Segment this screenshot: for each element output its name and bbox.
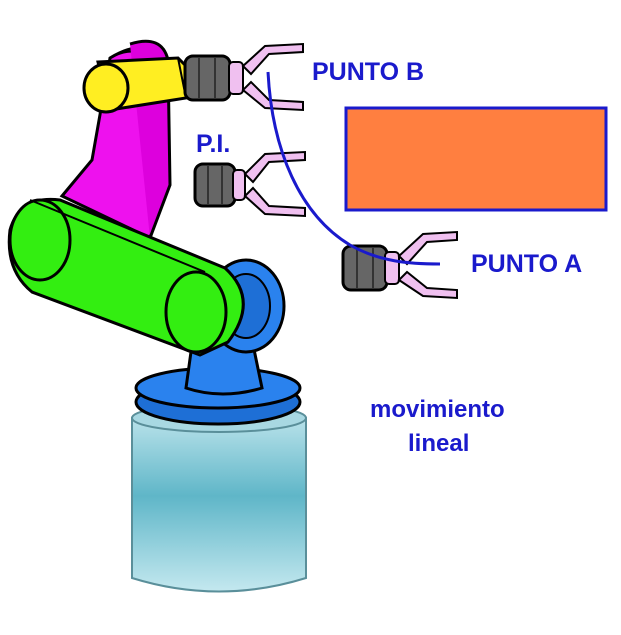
label-punto-intermedio: P.I. bbox=[196, 130, 231, 158]
base-column bbox=[131, 403, 307, 593]
label-punto-b: PUNTO B bbox=[312, 58, 425, 86]
gripper-icon bbox=[193, 150, 306, 218]
label-movimiento: movimiento bbox=[370, 396, 505, 423]
label-punto-a: PUNTO A bbox=[471, 250, 583, 278]
lower-arm bbox=[7, 197, 245, 357]
workpiece-box bbox=[344, 106, 608, 212]
wrist-joint bbox=[82, 56, 192, 114]
gripper-icon bbox=[183, 42, 304, 112]
label-lineal: lineal bbox=[408, 430, 470, 457]
trajectory-curve bbox=[266, 71, 441, 266]
